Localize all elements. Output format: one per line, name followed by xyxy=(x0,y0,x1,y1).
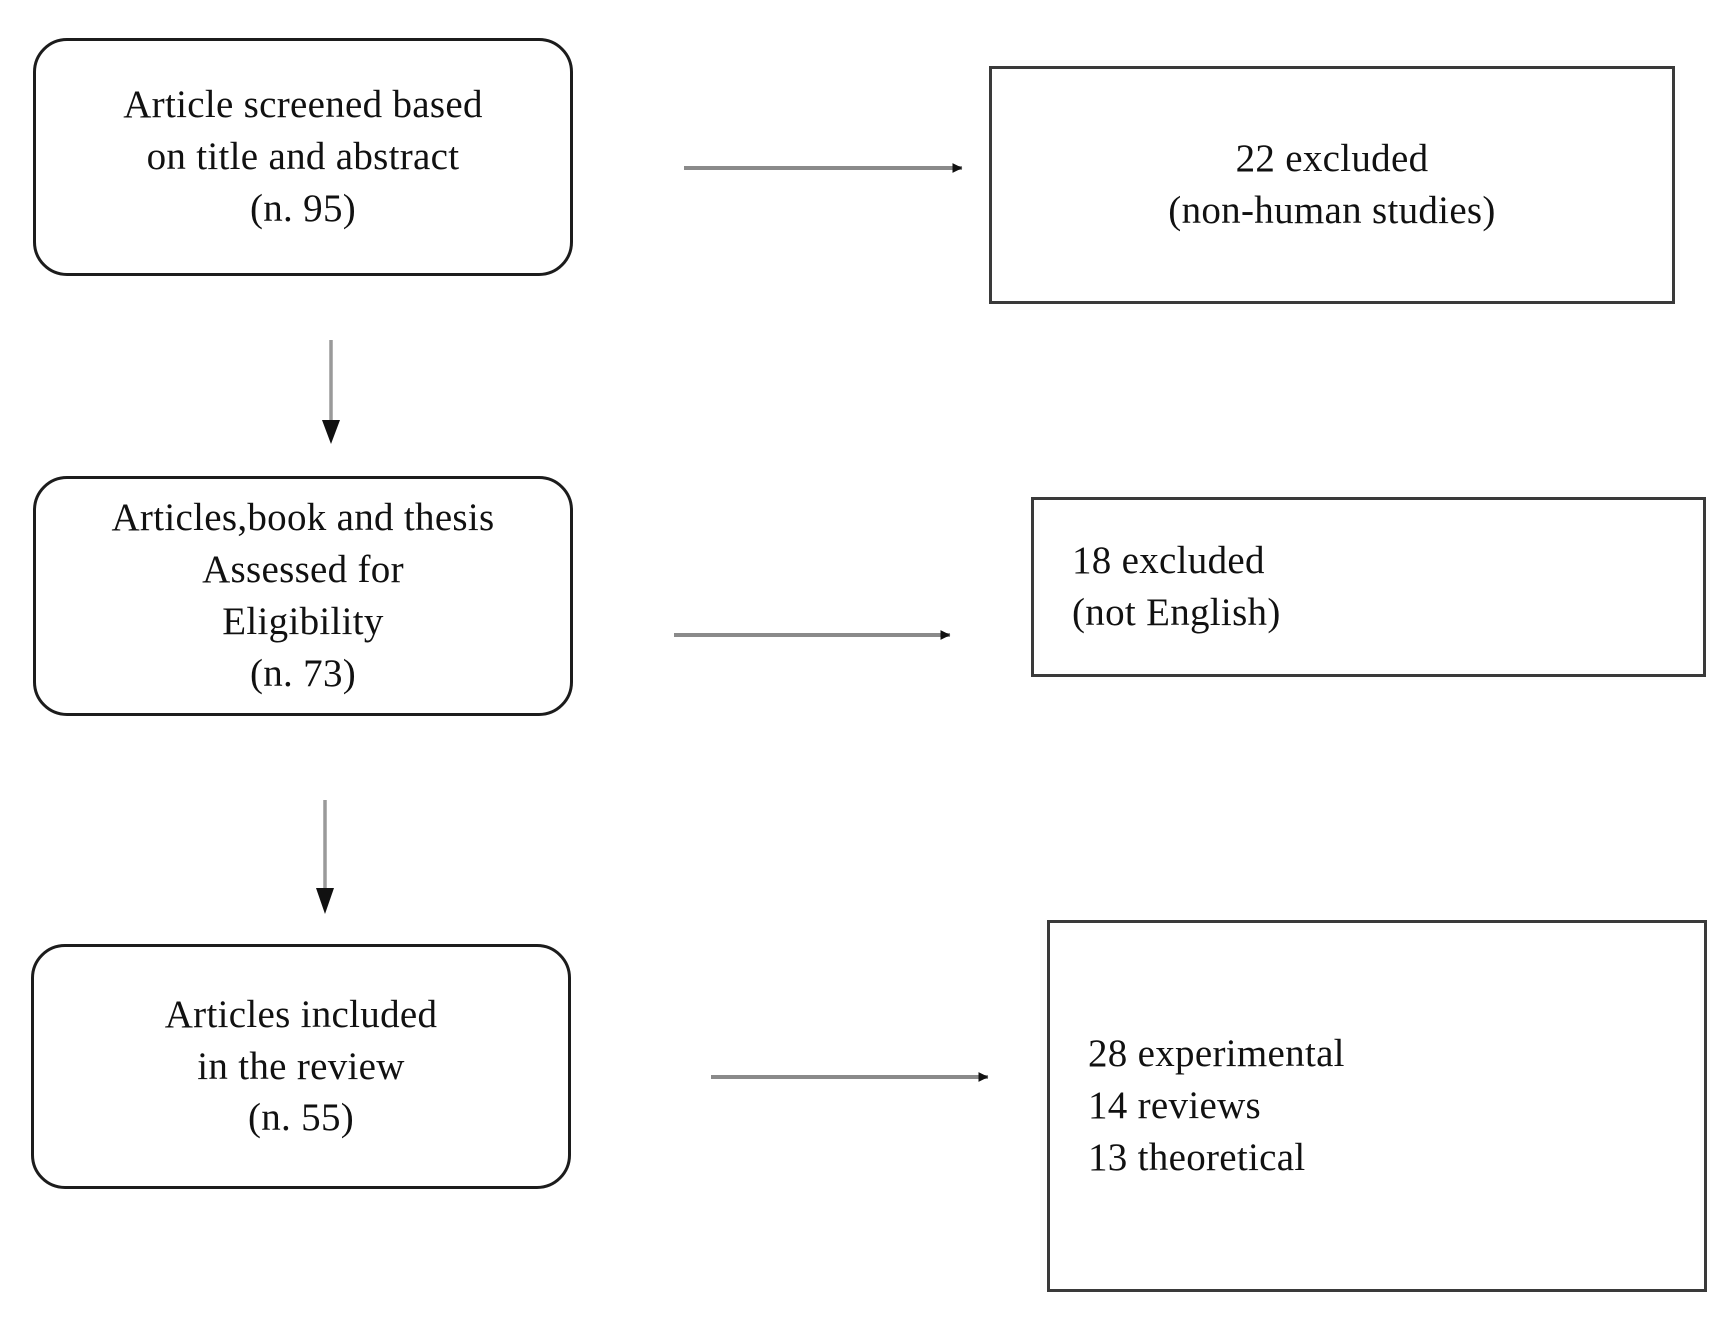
node-excluded-non-human: 22 excluded (non-human studies) xyxy=(989,66,1675,304)
breakdown-item: 13 theoretical xyxy=(1088,1135,1306,1179)
node-text-line: Articles included xyxy=(164,992,438,1036)
node-count-label: (n. 95) xyxy=(249,186,357,230)
node-text-line: Articles,book and thesis xyxy=(111,496,495,540)
node-articles-included: Articles included in the review (n. 55) xyxy=(31,944,571,1189)
node-count-label: 22 excluded xyxy=(1235,137,1429,181)
connector-screened-to-eligibility xyxy=(322,340,340,444)
node-study-type-breakdown: 28 experimental 14 reviews 13 theoretica… xyxy=(1047,920,1707,1292)
breakdown-item: 14 reviews xyxy=(1088,1084,1262,1128)
node-count-label: (n. 73) xyxy=(249,651,357,695)
connector-eligibility-to-included xyxy=(316,800,334,914)
breakdown-item: 28 experimental xyxy=(1088,1032,1345,1076)
node-reason-label: (non-human studies) xyxy=(1168,189,1496,232)
node-reason-label: (not English) xyxy=(1072,591,1281,634)
node-article-screened: Article screened based on title and abst… xyxy=(33,38,573,276)
node-count-label: 18 excluded xyxy=(1072,539,1265,583)
node-excluded-not-english: 18 excluded (not English) xyxy=(1031,497,1706,677)
node-text-line: Eligibility xyxy=(222,600,384,643)
node-count-label: (n. 55) xyxy=(247,1096,355,1140)
node-text-line: on title and abstract xyxy=(146,135,460,179)
node-text-line: Assessed for xyxy=(202,548,404,592)
node-text-line: in the review xyxy=(197,1044,405,1088)
node-text-line: Article screened based xyxy=(123,83,483,127)
node-assessed-for-eligibility: Articles,book and thesis Assessed for El… xyxy=(33,476,573,716)
